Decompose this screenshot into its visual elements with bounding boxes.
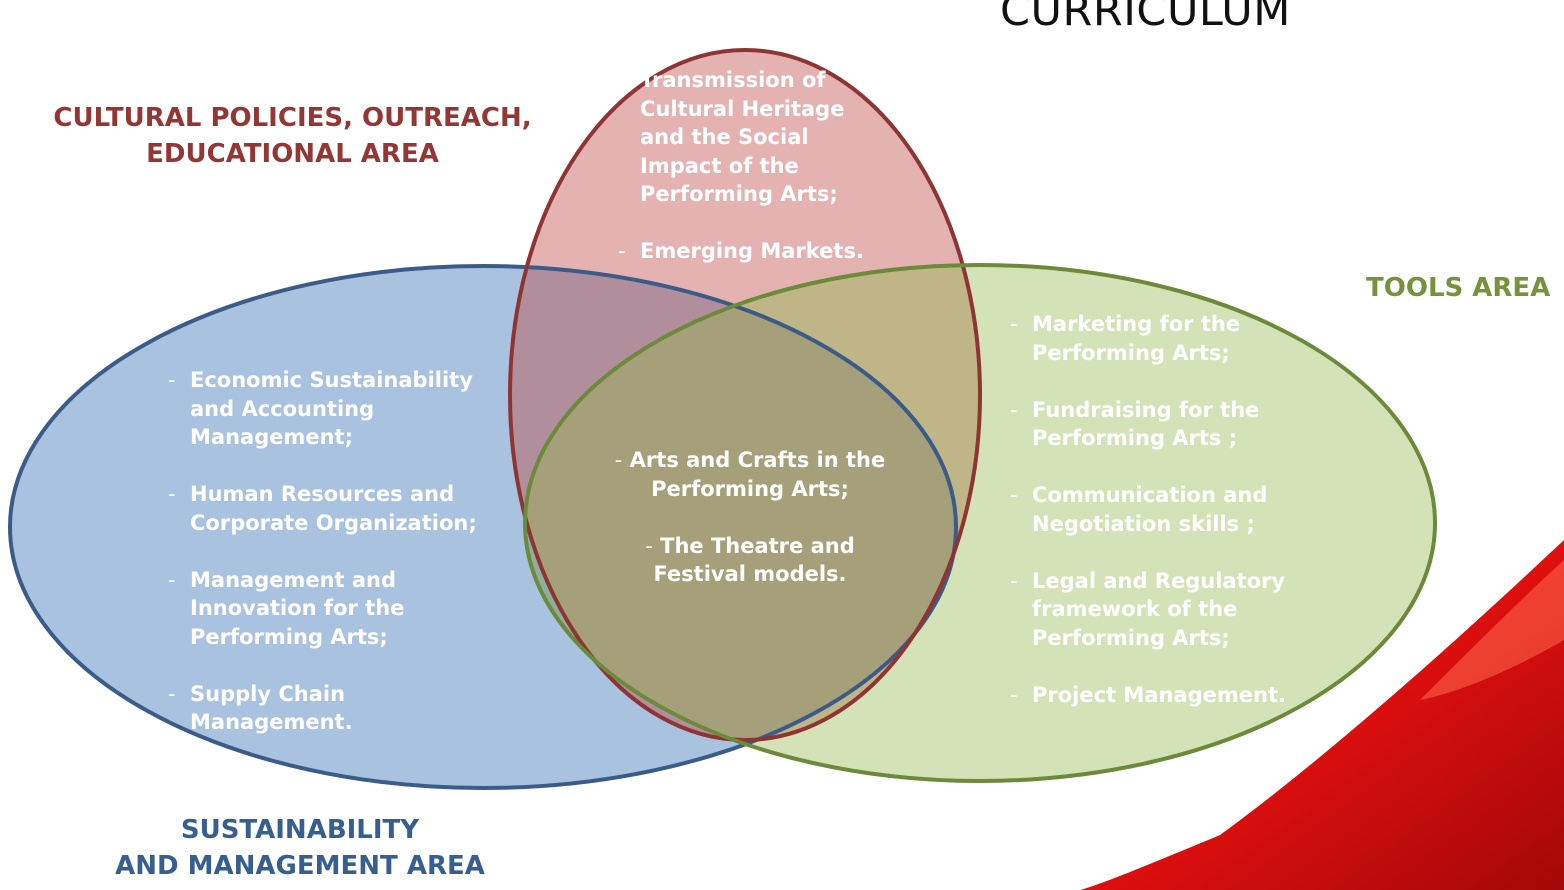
list-item: - Marketing for the Performing Arts; bbox=[1010, 310, 1310, 367]
item-text: Arts and Crafts in the Performing Arts; bbox=[629, 448, 886, 501]
item-text: Communication and Negotiation skills ; bbox=[1032, 483, 1268, 536]
list-item: - Arts and Crafts in the Performing Arts… bbox=[600, 446, 900, 503]
tools-items-list: - Marketing for the Performing Arts; - F… bbox=[1010, 310, 1310, 709]
cultural-items-list: - Transmission of Cultural Heritage and … bbox=[618, 66, 878, 266]
item-text: Human Resources and Corporate Organizati… bbox=[190, 482, 477, 535]
bullet-dash: - bbox=[618, 68, 626, 92]
cultural-area-label-line2: EDUCATIONAL AREA bbox=[146, 139, 439, 169]
bullet-dash: - bbox=[168, 681, 176, 706]
bullet-dash: - bbox=[614, 448, 623, 472]
list-item: - Communication and Negotiation skills ; bbox=[1010, 481, 1310, 538]
overlap-center bbox=[525, 266, 956, 740]
ellipse-sustainability-outline bbox=[8, 264, 958, 790]
item-text: Supply Chain Management. bbox=[190, 681, 353, 735]
diagram-title: CURRICULUM bbox=[1000, 0, 1291, 36]
list-item: - The Theatre and Festival models. bbox=[600, 532, 900, 589]
bullet-dash: - bbox=[1010, 312, 1018, 336]
bullet-dash: - bbox=[1010, 397, 1018, 422]
item-text: Project Management. bbox=[1032, 682, 1286, 707]
item-text: Marketing for the Performing Arts; bbox=[1032, 312, 1241, 365]
sustainability-area-label-line2: AND MANAGEMENT AREA bbox=[115, 851, 485, 881]
list-item: - Management and Innovation for the Perf… bbox=[168, 566, 498, 652]
list-item: - Legal and Regulatory framework of the … bbox=[1010, 567, 1310, 653]
bullet-dash: - bbox=[645, 533, 653, 558]
item-text: Fundraising for the Performing Arts ; bbox=[1032, 397, 1260, 451]
center-items-list: - Arts and Crafts in the Performing Arts… bbox=[600, 446, 900, 589]
item-text: Emerging Markets. bbox=[640, 239, 864, 263]
decorative-red-highlight bbox=[1420, 560, 1564, 700]
bullet-dash: - bbox=[1010, 568, 1018, 593]
sustainability-area-label: SUSTAINABILITY AND MANAGEMENT AREA bbox=[90, 812, 510, 884]
ellipse-cultural-outline bbox=[508, 48, 982, 742]
item-text: Management and Innovation for the Perfor… bbox=[190, 567, 405, 649]
item-text: Legal and Regulatory framework of the Pe… bbox=[1032, 568, 1286, 650]
ellipse-tools-outline bbox=[523, 263, 1437, 783]
bullet-dash: - bbox=[618, 239, 626, 263]
bullet-dash: - bbox=[1010, 682, 1018, 707]
list-item: - Emerging Markets. bbox=[618, 237, 878, 266]
list-item: - Transmission of Cultural Heritage and … bbox=[618, 66, 878, 209]
list-item: - Project Management. bbox=[1010, 681, 1310, 710]
cultural-area-label-line1: CULTURAL POLICIES, OUTREACH, bbox=[53, 103, 532, 133]
sustainability-area-label-line1: SUSTAINABILITY bbox=[180, 815, 420, 845]
list-item: - Supply Chain Management. bbox=[168, 680, 498, 737]
item-text: The Theatre and Festival models. bbox=[653, 533, 855, 587]
decorative-red-shape bbox=[1080, 540, 1564, 890]
bullet-dash: - bbox=[168, 368, 176, 392]
bullet-dash: - bbox=[1010, 483, 1018, 507]
bullet-dash: - bbox=[168, 482, 176, 506]
bullet-dash: - bbox=[168, 567, 176, 592]
item-text: Economic Sustainability and Accounting M… bbox=[190, 368, 473, 449]
list-item: - Economic Sustainability and Accounting… bbox=[168, 366, 498, 452]
sustainability-items-list: - Economic Sustainability and Accounting… bbox=[168, 366, 498, 737]
list-item: - Fundraising for the Performing Arts ; bbox=[1010, 396, 1310, 453]
list-item: - Human Resources and Corporate Organiza… bbox=[168, 480, 498, 537]
item-text: Transmission of Cultural Heritage and th… bbox=[640, 68, 845, 206]
tools-area-label: TOOLS AREA bbox=[1366, 273, 1551, 303]
cultural-area-label: CULTURAL POLICIES, OUTREACH, EDUCATIONAL… bbox=[20, 100, 565, 172]
